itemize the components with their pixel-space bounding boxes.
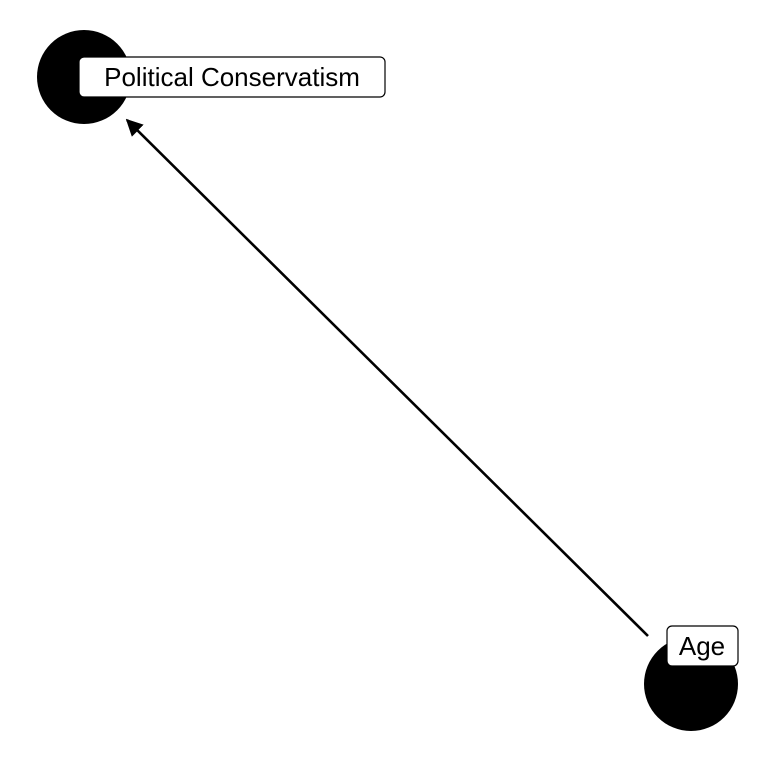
label-box-age [666, 625, 739, 667]
label-text-age: Age [679, 631, 725, 661]
label-political-conservatism: Political Conservatism [78, 56, 386, 98]
label-text-political-conservatism: Political Conservatism [104, 62, 360, 92]
edge-age-to-political-conservatism [125, 118, 649, 637]
label-box-political-conservatism [78, 56, 386, 98]
label-age: Age [666, 625, 739, 667]
